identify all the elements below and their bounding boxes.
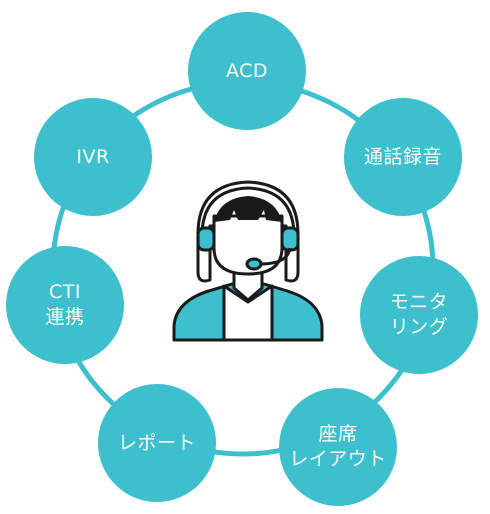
- node-ivr-label: IVR: [76, 145, 110, 168]
- node-monitoring-label-line1: モニタ: [389, 291, 449, 314]
- node-monitoring-label-line2: リング: [389, 316, 449, 338]
- node-report: レポート: [98, 384, 216, 502]
- node-seat-layout-label-line1: 座席: [318, 423, 358, 446]
- node-call-recording-label: 通話録音: [363, 145, 442, 168]
- operator-with-headset-icon: [172, 180, 324, 342]
- node-acd: ACD: [188, 12, 306, 130]
- node-report-label: レポート: [117, 431, 196, 454]
- node-cti-integration-label-line1: CTI: [49, 281, 81, 304]
- node-call-recording: 通話録音: [344, 98, 462, 216]
- node-monitoring: モニタ リング: [360, 256, 478, 374]
- node-seat-layout-label-line2: レイアウト: [289, 448, 387, 470]
- node-cti-integration-label-line2: 連携: [45, 306, 85, 328]
- node-ivr: IVR: [34, 98, 152, 216]
- node-acd-label: ACD: [225, 59, 269, 82]
- node-cti-integration: CTI 連携: [6, 246, 124, 364]
- node-seat-layout: 座席 レイアウト: [279, 388, 397, 506]
